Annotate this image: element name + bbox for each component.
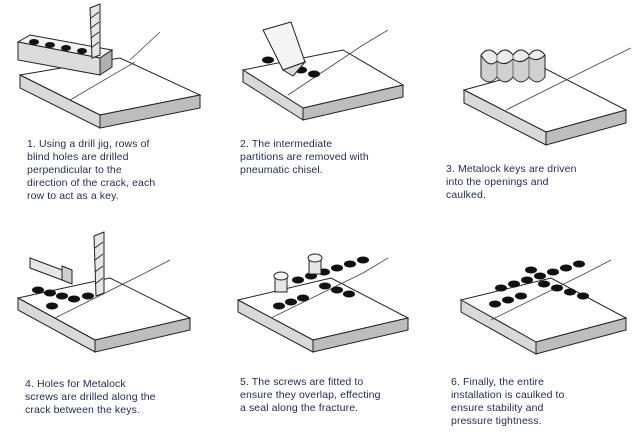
drill-jig-side (99, 49, 113, 76)
step-5-caption: 5. The screws are fitted to ensure they … (240, 376, 381, 415)
crack-line-far (362, 29, 389, 46)
crack-line-far (144, 259, 171, 274)
step-3-panel: 3. Metalock keys are driven into the ope… (426, 0, 640, 218)
caption-line: 4. Holes for Metalock (25, 378, 126, 390)
caption-line: caulked. (446, 189, 486, 201)
step-4-panel: 4. Holes for Metalock screws are drilled… (0, 218, 213, 437)
caption-line: crack between the keys. (25, 404, 140, 416)
step-6-panel: 6. Finally, the entire installation is c… (426, 218, 640, 437)
slab-side (302, 84, 404, 121)
chisel-tip (281, 60, 307, 77)
caption-line: pneumatic chisel. (240, 164, 323, 176)
caption-line: 6. Finally, the entire (451, 376, 545, 388)
crack-line-far (362, 257, 389, 274)
step-1-caption: 1. Using a drill jig, rows of blind hole… (27, 138, 155, 203)
step-6-illustration (459, 259, 628, 355)
caption-line: partitions are removed with (240, 151, 369, 163)
crack-line (54, 272, 146, 319)
step-6-caption: 6. Finally, the entire installation is c… (451, 376, 565, 428)
blind-hole (262, 56, 274, 64)
caption-line: 1. Using a drill jig, rows of (27, 138, 150, 150)
step-2-illustration (241, 21, 405, 121)
caulked-installation (489, 260, 589, 308)
caption-line: row to act as a key. (27, 190, 119, 202)
caption-line: screws are drilled along the (25, 391, 156, 403)
caption-line: installation is caulked to (451, 389, 565, 401)
slab-side (535, 317, 627, 355)
crack-line-far (595, 47, 632, 66)
step-2-caption: 2. The intermediate partitions are remov… (240, 138, 369, 177)
blind-hole (308, 70, 320, 78)
caption-line: ensure they overlap, effecting (240, 389, 381, 401)
caption-line: a seal along the fracture. (240, 402, 359, 414)
caption-line: perpendicular to the (27, 164, 122, 176)
caption-line: 2. The intermediate (240, 138, 333, 150)
crack-line (69, 61, 136, 101)
screw-hole (46, 302, 58, 310)
drill-flute (90, 31, 100, 39)
step-1-illustration (16, 3, 202, 129)
screw-hole (82, 292, 94, 300)
caption-line: direction of the crack, each (27, 177, 156, 189)
metalock-screw (273, 271, 289, 293)
metalock-key (480, 49, 546, 83)
slab-side (312, 317, 409, 353)
caption-line: 3. Metalock keys are driven (446, 163, 577, 175)
step-5-illustration (236, 253, 410, 353)
crack-line (490, 272, 587, 321)
crack-line-far (129, 31, 161, 61)
crack-line-far (585, 259, 612, 274)
slab-side (99, 94, 201, 129)
drill-flute (90, 21, 100, 29)
crack-line (505, 64, 597, 111)
step-2-panel: 2. The intermediate partitions are remov… (213, 0, 426, 218)
slab-side (545, 109, 627, 146)
metalock-key-inset (32, 286, 80, 303)
caption-line: pressure tightness. (451, 415, 542, 427)
slab-side (94, 317, 191, 353)
step-1-panel: 1. Using a drill jig, rows of blind hole… (0, 0, 213, 218)
metalock-screw (307, 253, 323, 275)
metalock-screw (29, 257, 73, 285)
caption-line: blind holes are drilled (27, 151, 129, 163)
jig-hole (77, 48, 87, 54)
step-5-panel: 5. The screws are fitted to ensure they … (213, 218, 426, 437)
drill-flute (90, 41, 100, 49)
step-4-caption: 4. Holes for Metalock screws are drilled… (25, 378, 156, 417)
drill-flute (90, 11, 100, 19)
caption-line: 5. The screws are fitted to (240, 376, 364, 388)
caption-line: ensure stability and (451, 402, 544, 414)
caption-line: into the openings and (446, 176, 549, 188)
crack-line (287, 44, 364, 96)
step-4-illustration (16, 231, 192, 353)
jig-hole (45, 42, 55, 48)
drill-bit (89, 3, 101, 59)
jig-hole (29, 39, 39, 45)
drill-bit (93, 231, 105, 297)
jig-hole (61, 45, 71, 51)
step-3-illustration (462, 47, 632, 146)
crack-line (270, 272, 364, 319)
step-3-caption: 3. Metalock keys are driven into the ope… (446, 163, 577, 202)
